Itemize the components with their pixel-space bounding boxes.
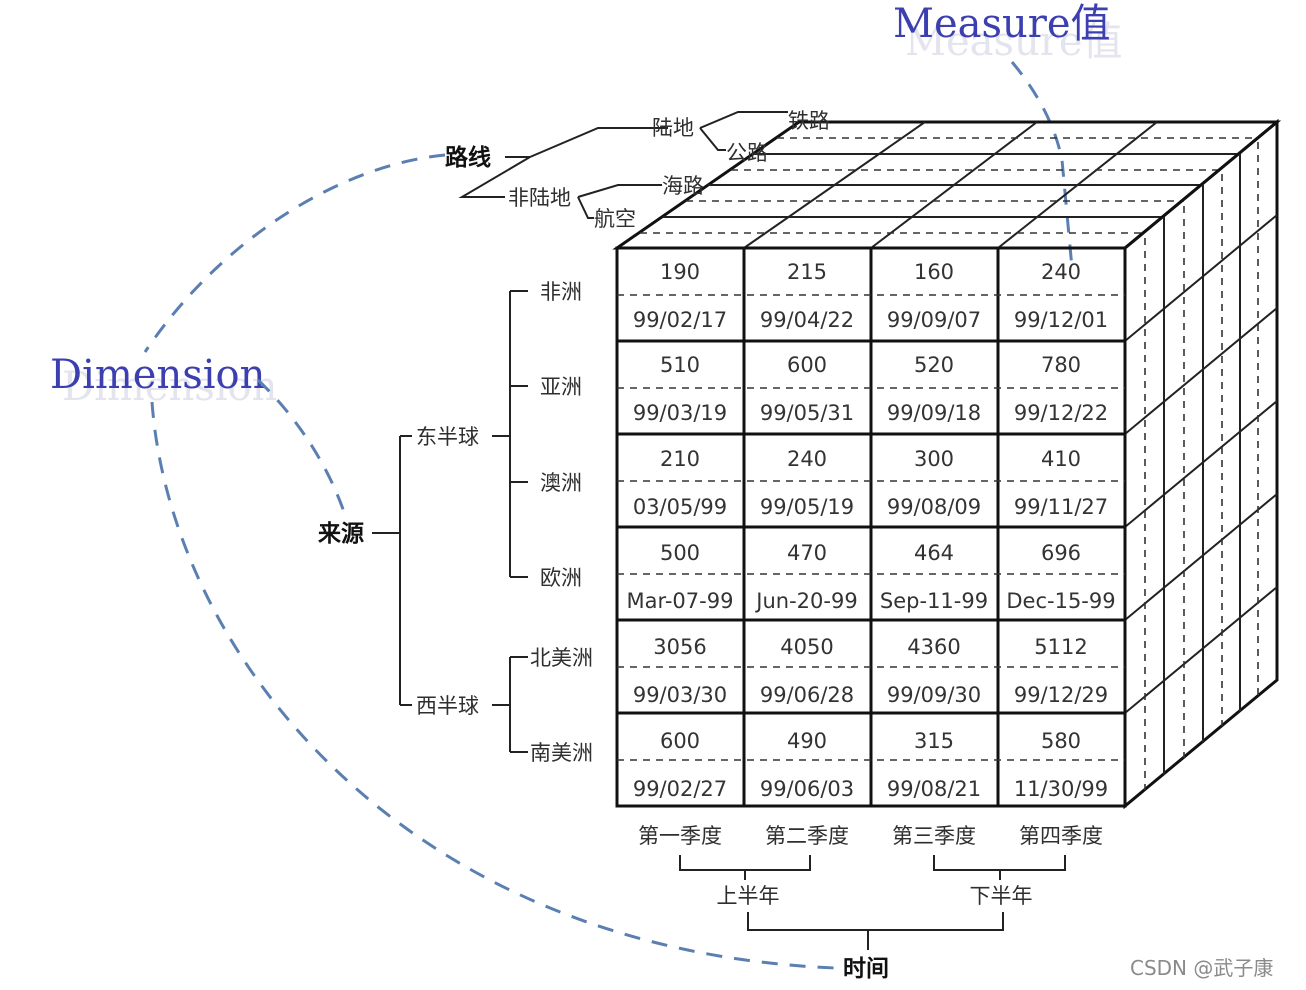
cell-value: 160 [914, 260, 954, 284]
cell-date: Dec-15-99 [1006, 589, 1115, 613]
cell-value: 780 [1041, 353, 1081, 377]
cell-date: Sep-11-99 [880, 589, 988, 613]
cell-value: 600 [660, 729, 700, 753]
source-root-label: 来源 [318, 521, 364, 547]
measure-label: Measure值 [893, 1, 1111, 47]
route-root-label: 路线 [445, 144, 491, 171]
route-leaf-label: 航空 [594, 207, 636, 231]
cell-date: 99/05/19 [760, 495, 854, 519]
dimension-to-route-connector [143, 153, 446, 353]
cell-value: 240 [787, 447, 827, 471]
cell-date: Mar-07-99 [627, 589, 734, 613]
cube-top-face [612, 120, 1282, 250]
cell-date: 99/12/29 [1014, 683, 1108, 707]
cell-value: 210 [660, 447, 700, 471]
route-land-label: 陆地 [652, 116, 694, 140]
continent-label: 非洲 [540, 280, 582, 304]
continent-label: 亚洲 [540, 375, 582, 399]
cell-date: 99/11/27 [1014, 495, 1108, 519]
cell-value: 240 [1041, 260, 1081, 284]
cube-right-face [1123, 118, 1279, 810]
cell-date: 99/09/18 [887, 401, 981, 425]
cell-date: 99/08/09 [887, 495, 981, 519]
dimension-to-time-connector [150, 401, 836, 970]
cell-date: 99/04/22 [760, 308, 854, 332]
watermark: CSDN @武子康 [1130, 956, 1273, 980]
cell-value: 500 [660, 541, 700, 565]
route-leaf-label: 海路 [662, 174, 704, 198]
route-tree: 路线 陆地 铁路 公路 非陆地 海路 航空 [445, 109, 830, 231]
cell-value: 410 [1041, 447, 1081, 471]
half-year-label: 上半年 [717, 884, 780, 908]
cell-value: 490 [787, 729, 827, 753]
cell-date: 99/02/17 [633, 308, 727, 332]
cell-value: 520 [914, 353, 954, 377]
cell-date: 99/05/31 [760, 401, 854, 425]
cell-date: 99/09/30 [887, 683, 981, 707]
cell-value: 580 [1041, 729, 1081, 753]
time-tree: 第一季度 第二季度 第三季度 第四季度 上半年 下半年 时间 [638, 824, 1103, 982]
continent-label: 南美洲 [530, 741, 593, 765]
route-leaf-label: 公路 [726, 141, 768, 165]
measure-label-shadow: Measure值 [905, 19, 1123, 65]
cell-date: 99/09/07 [887, 308, 981, 332]
cell-value: 300 [914, 447, 954, 471]
cell-date: 99/02/27 [633, 777, 727, 801]
source-tree: 来源 东半球 西半球 非洲 亚洲 澳洲 欧洲 北美洲 南美洲 [318, 280, 593, 765]
cell-date: 11/30/99 [1014, 777, 1108, 801]
cube-cell-values: 190 215 160 240 99/02/17 99/04/22 99/09/… [627, 260, 1116, 801]
cell-value: 510 [660, 353, 700, 377]
cell-value: 470 [787, 541, 827, 565]
cell-value: 5112 [1034, 635, 1087, 659]
cell-date: 99/06/03 [760, 777, 854, 801]
time-root-label: 时间 [843, 956, 889, 982]
quarter-label: 第三季度 [892, 824, 976, 848]
cube-front-face [615, 246, 1127, 808]
cell-value: 3056 [653, 635, 706, 659]
cell-value: 696 [1041, 541, 1081, 565]
dimension-to-source-connector [256, 378, 347, 516]
cell-date: Jun-20-99 [754, 589, 857, 613]
dimension-label: Dimension [50, 352, 265, 398]
cell-value: 215 [787, 260, 827, 284]
cell-value: 464 [914, 541, 954, 565]
continent-label: 澳洲 [540, 471, 582, 495]
hemisphere-label: 东半球 [416, 425, 479, 449]
route-leaf-label: 铁路 [788, 109, 830, 133]
cell-value: 4360 [907, 635, 960, 659]
cell-date: 99/12/22 [1014, 401, 1108, 425]
cell-date: 99/03/19 [633, 401, 727, 425]
quarter-label: 第二季度 [765, 824, 849, 848]
measure-connector [1010, 61, 1074, 269]
cell-date: 99/03/30 [633, 683, 727, 707]
cell-value: 600 [787, 353, 827, 377]
cell-value: 315 [914, 729, 954, 753]
continent-label: 北美洲 [530, 646, 593, 670]
cell-value: 4050 [780, 635, 833, 659]
half-year-label: 下半年 [970, 884, 1033, 908]
cell-value: 190 [660, 260, 700, 284]
cell-date: 99/06/28 [760, 683, 854, 707]
cell-date: 99/12/01 [1014, 308, 1108, 332]
cell-date: 99/08/21 [887, 777, 981, 801]
cell-date: 03/05/99 [633, 495, 727, 519]
quarter-label: 第四季度 [1019, 824, 1103, 848]
continent-label: 欧洲 [540, 566, 582, 590]
hemisphere-label: 西半球 [416, 694, 479, 718]
route-non-land-label: 非陆地 [508, 186, 571, 210]
dimension-label-shadow: Dimension [62, 364, 277, 410]
quarter-label: 第一季度 [638, 824, 722, 848]
